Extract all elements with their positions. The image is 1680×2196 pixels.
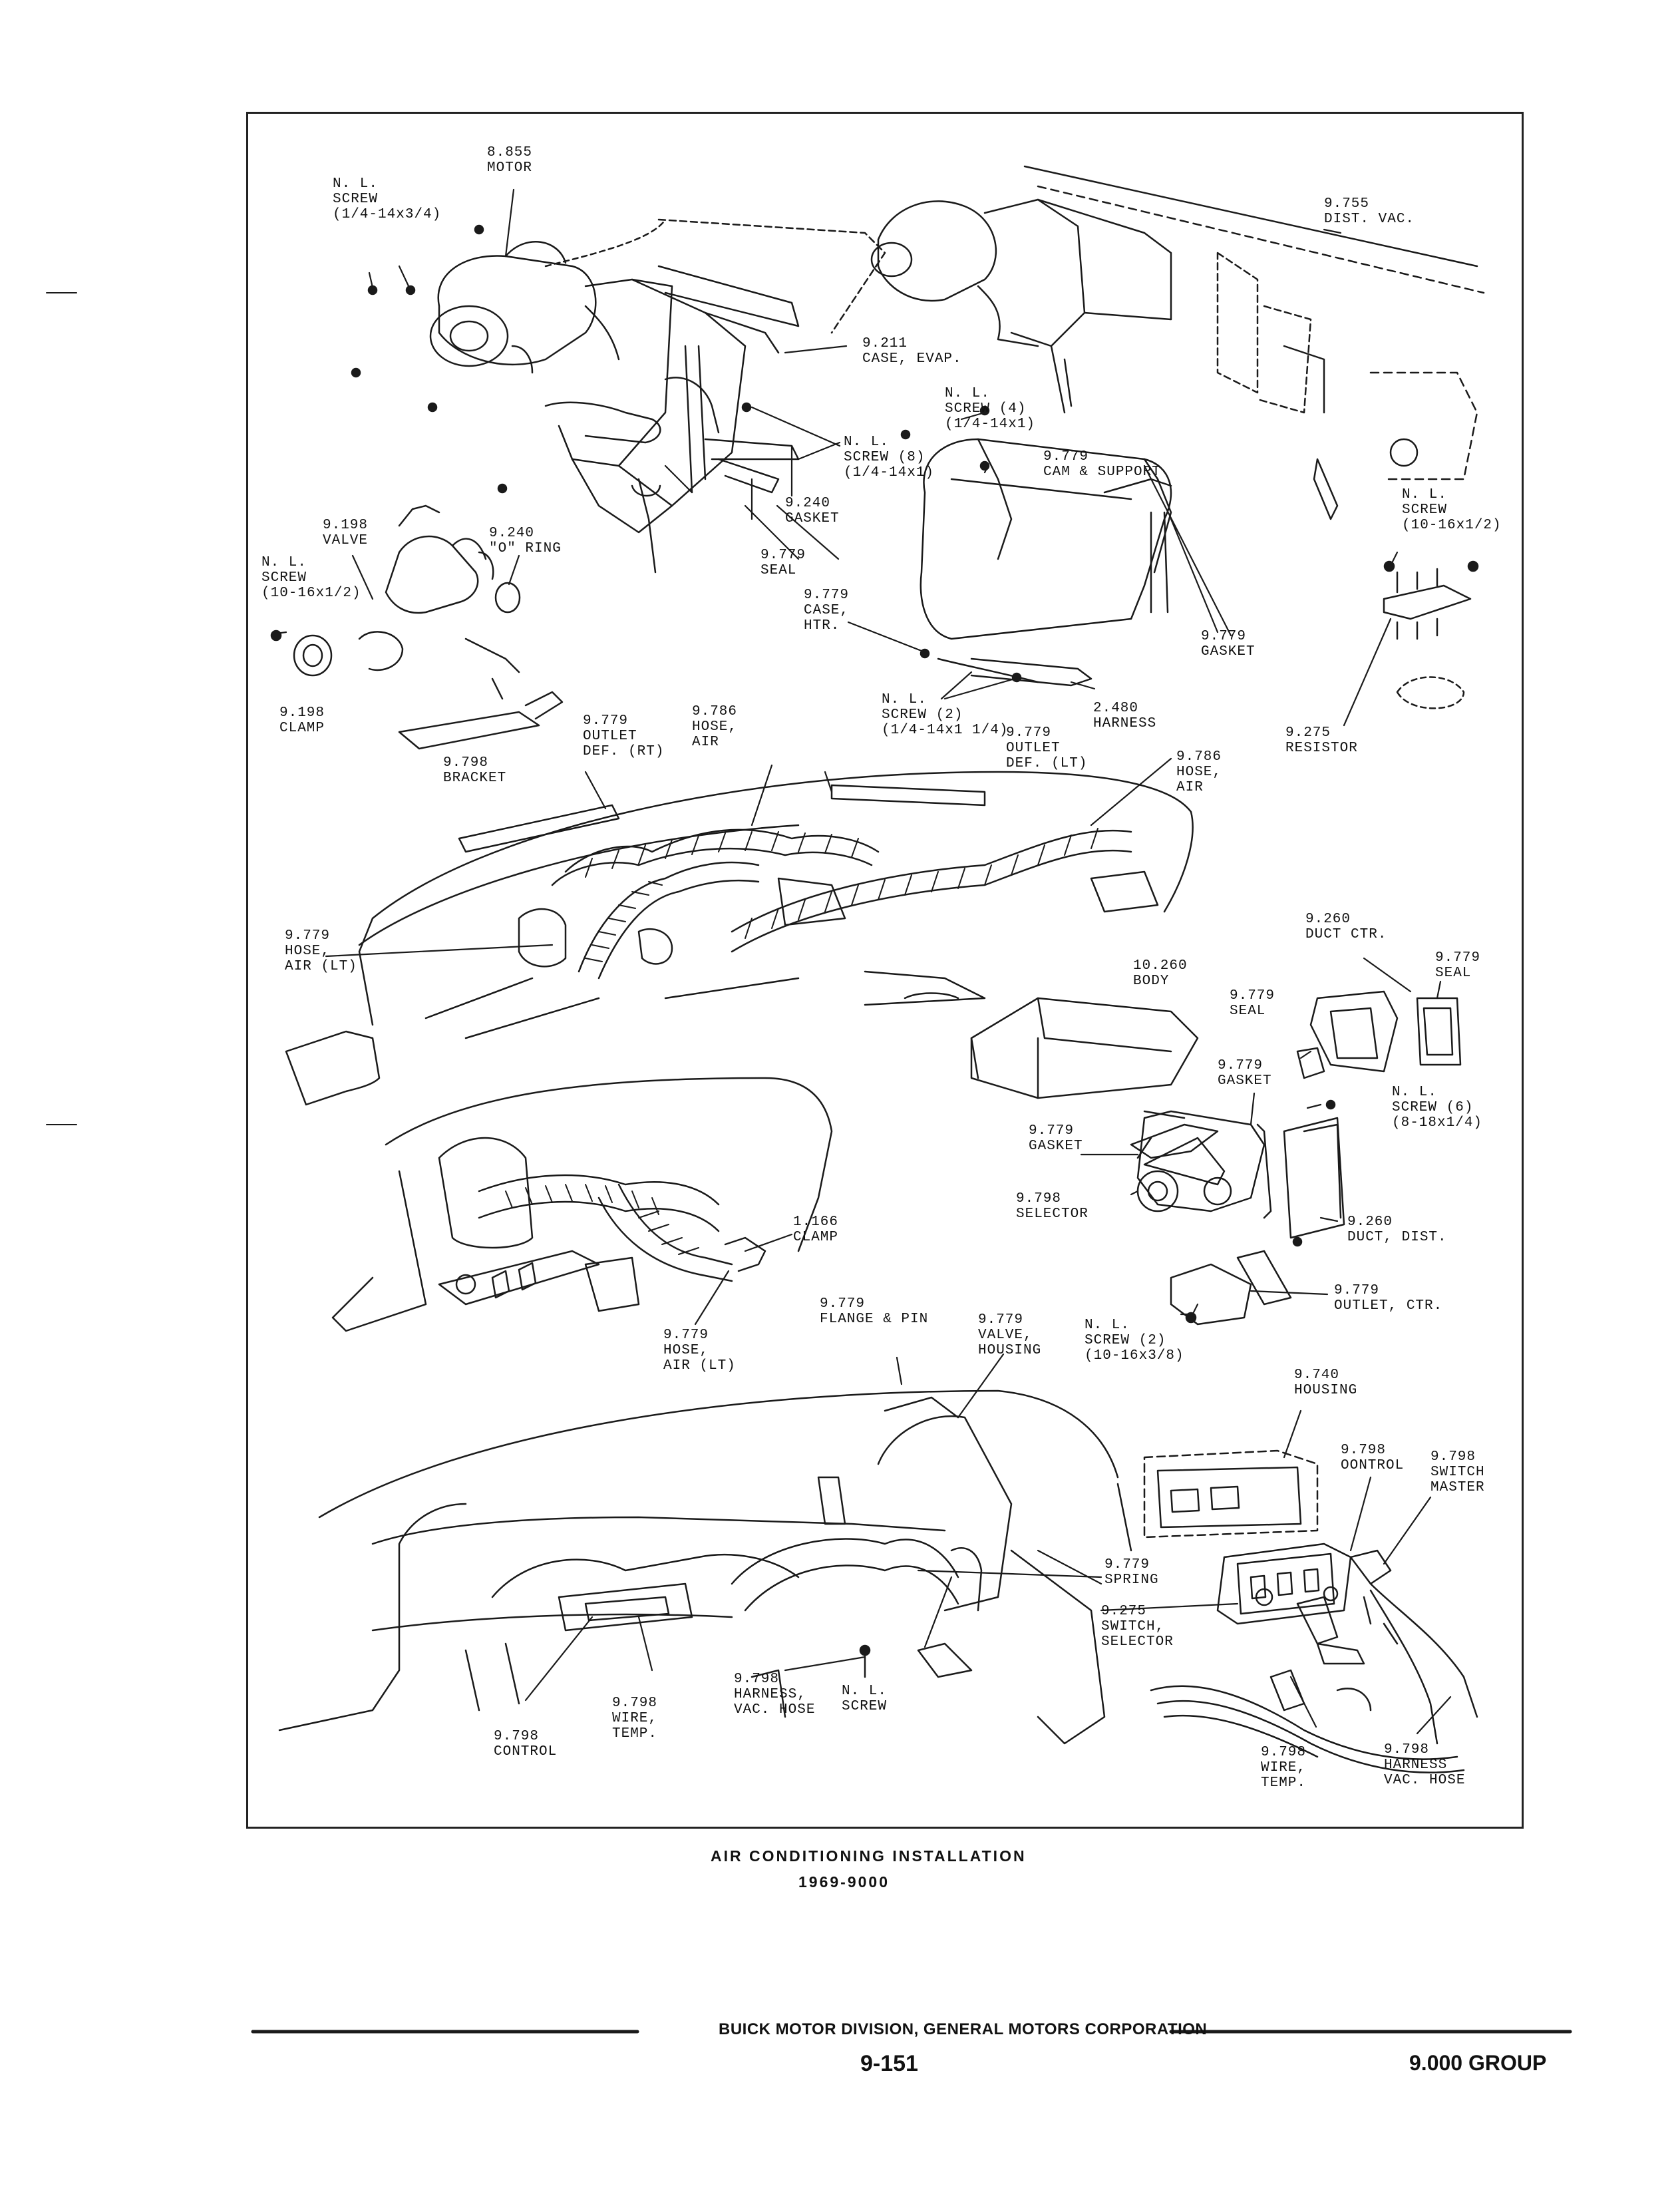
callout-screw-6: N. L.SCREW (6)(8-18x1/4) xyxy=(1392,1085,1483,1131)
figure-border xyxy=(246,112,1524,1829)
callout-screw-8: N. L.SCREW (8)(1/4-14x1) xyxy=(844,435,935,480)
distributor-duct-selector-drawing xyxy=(970,990,1462,1326)
instrument-panel-air-hoses-drawing xyxy=(285,771,1194,1106)
callout-o-ring: 9.240"O" RING xyxy=(489,526,562,556)
expansion-valve-drawing xyxy=(270,504,564,750)
callout-screw-top-left: N. L.SCREW(1/4-14x3/4) xyxy=(333,176,442,222)
footer-division: BUICK MOTOR DIVISION, GENERAL MOTORS COR… xyxy=(719,2020,1208,2038)
figure-caption-model: 1969-9000 xyxy=(798,1873,890,1891)
control-head-assembly-drawing xyxy=(1143,1449,1478,1773)
evaporator-case-assembly-drawing xyxy=(351,218,886,574)
callout-screw-nl-lower: N. L.SCREW xyxy=(842,1684,888,1714)
lower-panel-hose-clamp-drawing xyxy=(331,1077,833,1332)
callout-leader-lines xyxy=(275,188,1452,1735)
callout-screw-4: N. L.SCREW (4)(1/4-14x1) xyxy=(945,386,1036,432)
callout-screw-2-upper: N. L.SCREW (2)(1/4-14x1 1/4) xyxy=(882,692,1009,738)
page-number: 9-151 xyxy=(860,2051,918,2076)
callout-screw-10-16-right: N. L.SCREW(10-16x1/2) xyxy=(1402,487,1502,533)
callout-screw-2-lower: N. L.SCREW (2)(10-16x3/8) xyxy=(1085,1318,1184,1364)
callout-screw-10-16-left: N. L.SCREW(10-16x1/2) xyxy=(261,555,361,601)
group-label: 9.000 GROUP xyxy=(1409,2051,1547,2075)
heater-case-assembly-drawing xyxy=(870,165,1485,709)
lower-dash-controls-drawing xyxy=(278,1389,1132,1745)
figure-caption-title: AIR CONDITIONING INSTALLATION xyxy=(711,1847,1027,1865)
